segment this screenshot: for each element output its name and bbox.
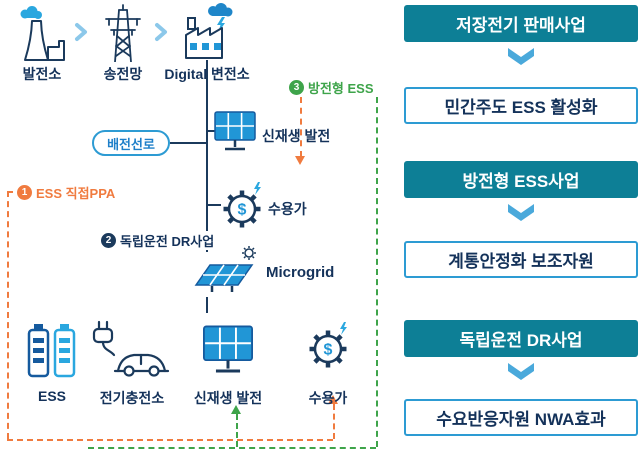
ppa-box-bottom-edge <box>7 439 333 441</box>
flow-arrow-down-icon <box>508 48 534 70</box>
pill-connector-line <box>170 142 207 144</box>
renewable-connector-line <box>206 130 215 132</box>
distribution-line-pill: 배전선로 <box>92 130 170 156</box>
renewable-monitor-icon <box>212 110 258 159</box>
transmission-tower-icon <box>98 4 148 67</box>
discharge-ess-annotation-text: 방전형 ESS <box>308 81 374 96</box>
discharge-arrow-line <box>236 414 238 447</box>
microgrid-stub-line <box>206 297 208 313</box>
consumer-top-label: 수용가 <box>268 201 307 217</box>
consumer-gear-icon: $ <box>306 322 350 375</box>
solar-panel-icon <box>200 324 256 382</box>
svg-text:$: $ <box>324 342 333 359</box>
flow-step-1-header: 저장전기 판매사업 <box>404 5 638 42</box>
renewable-bottom-label: 신재생 발전 <box>193 390 263 406</box>
svg-text:$: $ <box>238 202 247 219</box>
chevron-right-icon <box>154 22 168 47</box>
badge-2: 2 <box>101 233 116 248</box>
consumer-bottom-label: 수용가 <box>308 390 348 406</box>
chevron-right-icon <box>74 22 88 47</box>
consumer-gear-icon: $ <box>220 182 264 235</box>
flow-step-3-result: 수요반응자원 NWA효과 <box>404 399 638 436</box>
independent-dr-annotation-text: 독립운전 DR사업 <box>120 234 215 249</box>
discharge-box-right-edge <box>376 97 378 447</box>
direct-ppa-annotation: 1 ESS 직접PPA <box>14 183 119 202</box>
main-feeder-line <box>206 60 208 252</box>
ppa-arrow-up-icon <box>328 395 338 404</box>
digital-substation-label: Digital 변전소 <box>164 66 250 82</box>
battery-ess-icon <box>26 320 78 383</box>
discharge-ess-annotation: 3 방전형 ESS <box>286 78 377 97</box>
ev-charging-icon <box>88 320 172 385</box>
discharge-box-bottom-edge <box>88 447 376 449</box>
ppa-box-left-edge <box>7 191 9 439</box>
transmission-grid-label: 송전망 <box>103 66 143 82</box>
flow-step-2-result: 계통안정화 보조자원 <box>404 241 638 278</box>
ess-label: ESS <box>37 388 66 404</box>
flow-step-3-header: 독립운전 DR사업 <box>404 320 638 357</box>
microgrid-label: Microgrid <box>266 264 335 281</box>
flow-arrow-down-icon <box>508 363 534 385</box>
discharge-arrow-up-icon <box>231 405 241 414</box>
cooling-tower-icon <box>16 6 68 67</box>
independent-dr-annotation: 2 독립운전 DR사업 <box>98 231 218 250</box>
direct-ppa-annotation-text: ESS 직접PPA <box>36 186 116 201</box>
flow-arrow-down-icon <box>508 204 534 226</box>
ev-charging-label: 전기충전소 <box>99 390 165 406</box>
ppa-arrow-line-top <box>300 97 302 157</box>
microgrid-solar-icon <box>194 245 258 302</box>
consumer-connector-line <box>206 204 221 206</box>
flow-step-1-result: 민간주도 ESS 활성화 <box>404 87 638 124</box>
badge-3: 3 <box>289 80 304 95</box>
badge-1: 1 <box>17 185 32 200</box>
ppa-arrow-down-icon <box>295 156 305 165</box>
ppa-arrow-line-bottom <box>333 404 335 439</box>
flow-step-2-header: 방전형 ESS사업 <box>404 161 638 198</box>
renewable-top-label: 신재생 발전 <box>262 128 331 144</box>
smart-substation-icon <box>177 2 237 65</box>
power-plant-label: 발전소 <box>22 66 62 82</box>
